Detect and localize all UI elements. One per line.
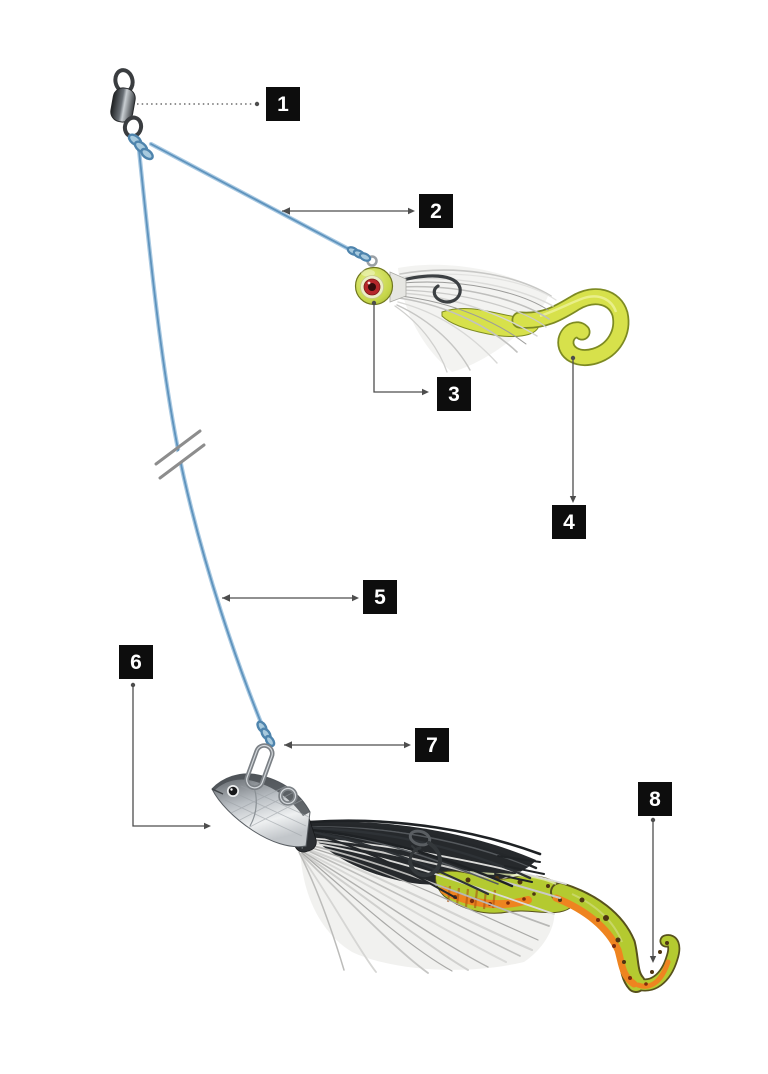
lower-bucktail-jig	[211, 720, 681, 993]
callout-line-1	[137, 101, 260, 107]
snap-knot	[256, 720, 276, 748]
callout-line-2	[282, 207, 415, 215]
callout-line-5	[222, 594, 359, 602]
line-break-mark	[154, 429, 206, 480]
snap-swivel	[244, 720, 298, 806]
callout-label-5: 5	[363, 580, 397, 614]
upper-bucktail-jig	[346, 246, 630, 373]
callout-lines	[130, 101, 657, 963]
leader-line	[136, 147, 267, 733]
callout-line-6	[130, 682, 211, 830]
callout-label-6: 6	[119, 645, 153, 679]
upper-hook	[390, 274, 462, 304]
callout-line-3	[371, 300, 429, 396]
dropper-line	[148, 141, 363, 258]
swivel-knot	[127, 133, 154, 161]
upper-jig-knot	[346, 246, 372, 262]
upper-jig-head	[354, 266, 394, 306]
lower-skirt-black-strands	[308, 819, 545, 899]
callout-label-1: 1	[266, 87, 300, 121]
callout-line-4	[569, 355, 577, 503]
callout-label-3: 3	[437, 377, 471, 411]
callout-label-7: 7	[415, 728, 449, 762]
callout-label-8: 8	[638, 782, 672, 816]
callout-line-8	[649, 817, 657, 963]
upper-bucktail-strands	[394, 269, 557, 373]
callout-label-2: 2	[419, 194, 453, 228]
callout-line-7	[284, 741, 411, 749]
callout-label-4: 4	[552, 505, 586, 539]
barrel-swivel	[110, 68, 144, 139]
lower-hook	[408, 829, 442, 878]
